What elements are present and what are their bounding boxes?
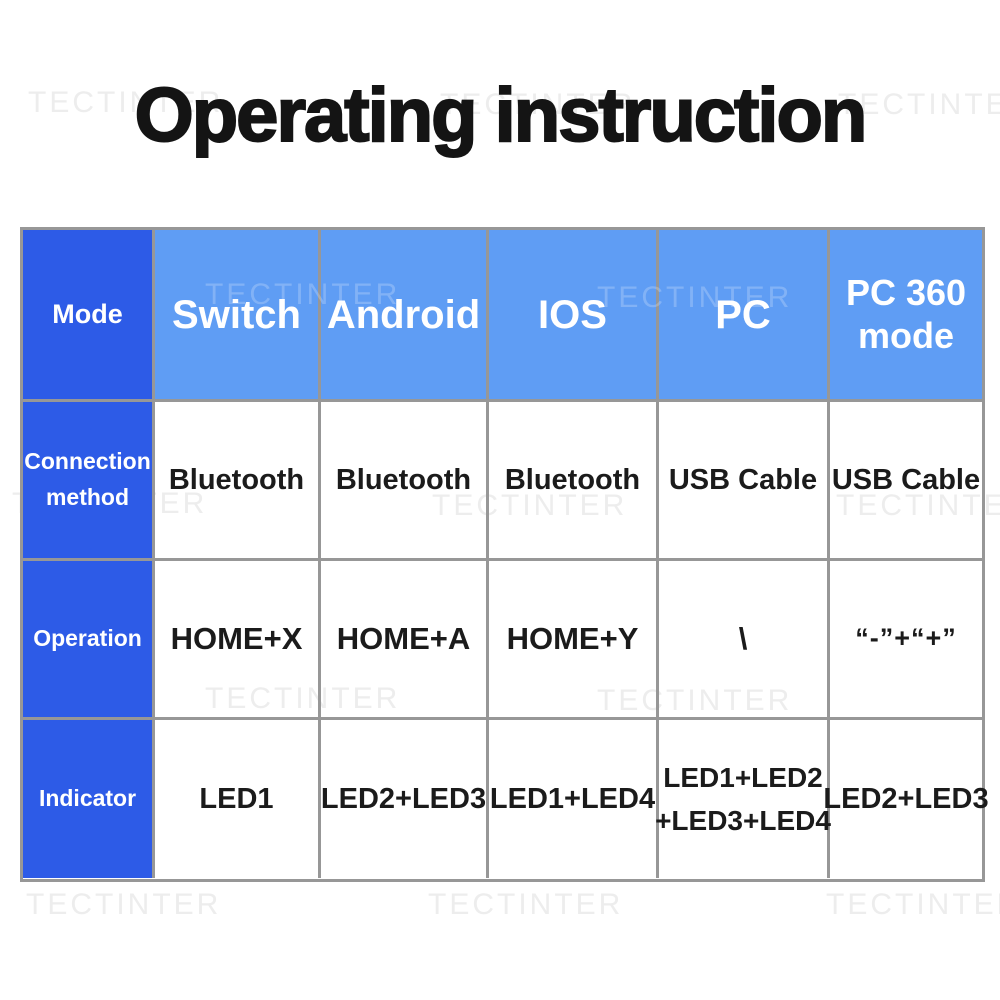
cell-indicator-pc: LED1+LED2 +LED3+LED4 [655,720,831,878]
cell-operation-ios: HOME+Y [489,561,659,720]
page-title: Operating instruction [134,72,869,159]
cell-indicator-switch: LED1 [155,720,321,878]
row-label-operation: Operation [23,561,155,720]
cell-connection-pc360: USB Cable [830,402,982,561]
table-header-ios: IOS [489,230,659,402]
cell-indicator-ios: LED1+LED4 [489,720,659,878]
operating-instruction-table: Mode Switch Android IOS PC PC 360 mode C… [20,227,989,882]
watermark-text: TECTINTER [826,888,1000,921]
table-header-mode: Mode [23,230,155,402]
watermark-text: TECTINTER [428,888,624,921]
cell-operation-android: HOME+A [321,561,489,720]
row-label-indicator: Indicator [23,720,155,878]
table-header-pc360-mode: PC 360 mode [830,230,982,402]
cell-connection-ios: Bluetooth [489,402,659,561]
table-header-pc: PC [659,230,830,402]
table-header-android: Android [321,230,489,402]
cell-operation-pc360: “-”+“+” [830,561,982,720]
cell-indicator-android: LED2+LED3 [321,720,489,878]
table-header-switch: Switch [155,230,321,402]
row-label-connection-method: Connection method [23,402,155,561]
cell-connection-switch: Bluetooth [155,402,321,561]
watermark-text: TECTINTER [26,888,222,921]
cell-connection-android: Bluetooth [321,402,489,561]
cell-operation-switch: HOME+X [155,561,321,720]
cell-connection-pc: USB Cable [659,402,830,561]
cell-operation-pc: \ [659,561,830,720]
cell-indicator-pc360: LED2+LED3 [823,782,989,815]
